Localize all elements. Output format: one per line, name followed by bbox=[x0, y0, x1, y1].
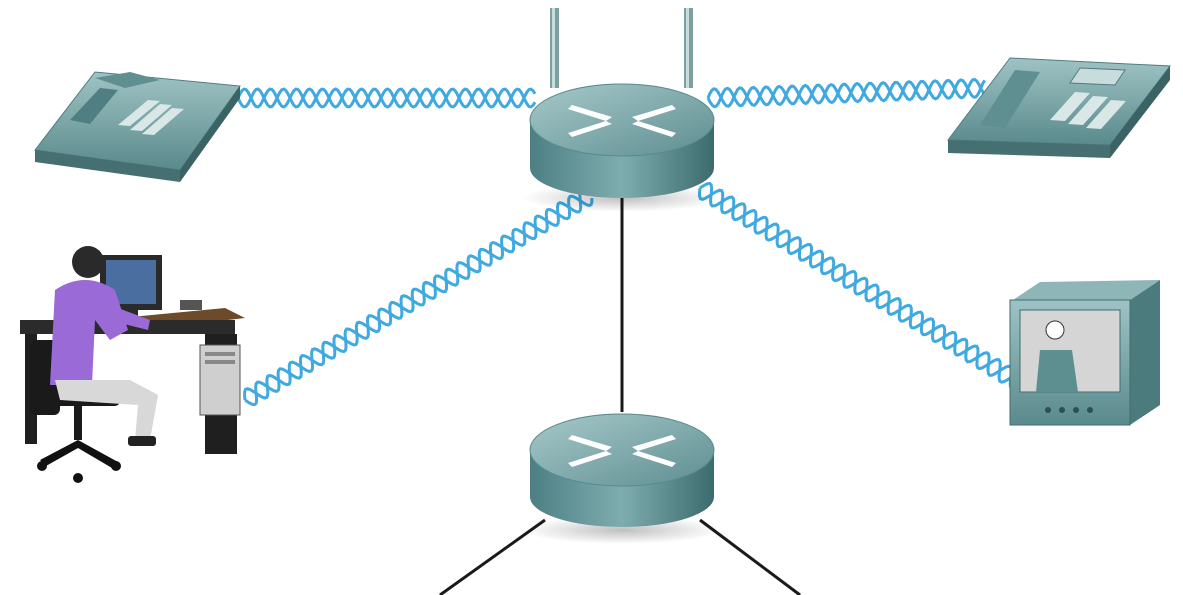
router[interactable] bbox=[522, 413, 722, 544]
wireless-link-workstation-user-strand-2 bbox=[243, 187, 589, 401]
phone-icon bbox=[34, 71, 241, 182]
person-icon bbox=[50, 246, 158, 446]
wireless-link-ip-phone-right-strand-2 bbox=[706, 77, 987, 108]
router-arrows-icon bbox=[568, 435, 676, 467]
wireless-link-video-monitor-strand-2 bbox=[699, 181, 1024, 384]
tv-monitor-icon bbox=[1009, 280, 1160, 426]
phone-icon bbox=[947, 57, 1171, 158]
wireless-link-workstation-user-strand-1 bbox=[244, 194, 594, 407]
router-arrows-icon bbox=[568, 105, 676, 137]
wireless-link-video-monitor-strand-1 bbox=[697, 187, 1015, 391]
wireless-router[interactable] bbox=[522, 8, 722, 212]
workstation-user[interactable] bbox=[20, 246, 245, 483]
antenna-icon bbox=[550, 8, 693, 88]
ip-phone-left[interactable] bbox=[34, 71, 241, 182]
video-monitor[interactable] bbox=[1009, 280, 1160, 426]
wireless-link-ip-phone-right-strand-1 bbox=[706, 78, 986, 109]
ip-phone-right[interactable] bbox=[947, 57, 1171, 158]
computer-tower-icon bbox=[199, 344, 241, 416]
wireless-link-ip-phone-left-strand-2 bbox=[236, 87, 537, 109]
wireless-links bbox=[236, 77, 1024, 407]
person-on-screen bbox=[1036, 320, 1078, 392]
wireless-link-ip-phone-left-strand-1 bbox=[236, 87, 537, 109]
